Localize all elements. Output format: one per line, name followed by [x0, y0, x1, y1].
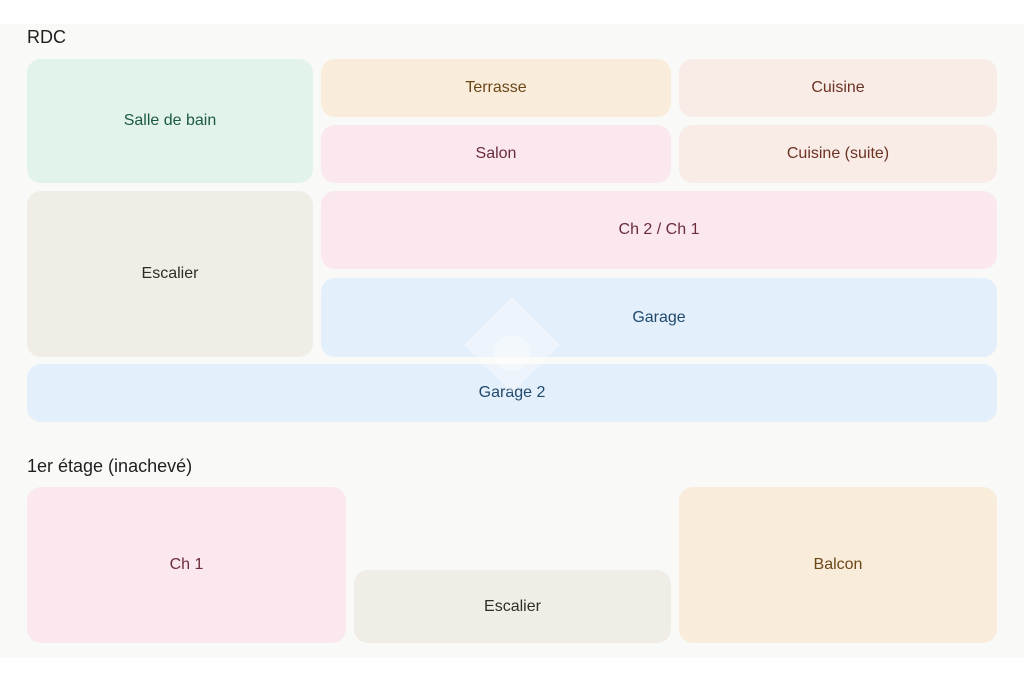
first-floor-title: 1er étage (inachevé): [27, 456, 193, 476]
room-terrace-label: Terrasse: [465, 79, 527, 96]
room-kitchen[interactable]: Cuisine: [679, 59, 997, 117]
room-garage-2[interactable]: Garage 2: [27, 364, 997, 422]
room-bathroom[interactable]: Salle de bain: [27, 59, 313, 183]
room-balcony[interactable]: Balcon: [679, 487, 997, 643]
room-bedroom-1-label: Ch 1: [169, 556, 204, 573]
room-garage-2-label: Garage 2: [478, 384, 546, 401]
room-bedroom-1[interactable]: Ch 1: [27, 487, 346, 643]
room-kitchen-continued[interactable]: Cuisine (suite): [679, 125, 997, 183]
room-stairs-ground-label: Escalier: [141, 265, 199, 282]
room-living-room[interactable]: Salon: [321, 125, 671, 183]
ground-floor-title: RDC: [27, 27, 66, 47]
room-living-room-label: Salon: [475, 145, 517, 162]
room-bedrooms[interactable]: Ch 2 / Ch 1: [321, 191, 997, 269]
room-garage[interactable]: Garage: [321, 278, 997, 357]
room-balcony-label: Balcon: [813, 556, 863, 573]
room-kitchen-label: Cuisine: [811, 79, 865, 96]
room-stairs-ground[interactable]: Escalier: [27, 191, 313, 357]
room-garage-label: Garage: [632, 308, 686, 326]
room-bedrooms-label: Ch 2 / Ch 1: [618, 221, 700, 238]
room-stairs-first-label: Escalier: [484, 597, 541, 615]
room-bathroom-label: Salle de bain: [123, 112, 217, 129]
room-terrace[interactable]: Terrasse: [321, 59, 671, 117]
room-stairs-first[interactable]: Escalier: [354, 570, 671, 643]
room-kitchen-continued-label: Cuisine (suite): [786, 145, 890, 162]
